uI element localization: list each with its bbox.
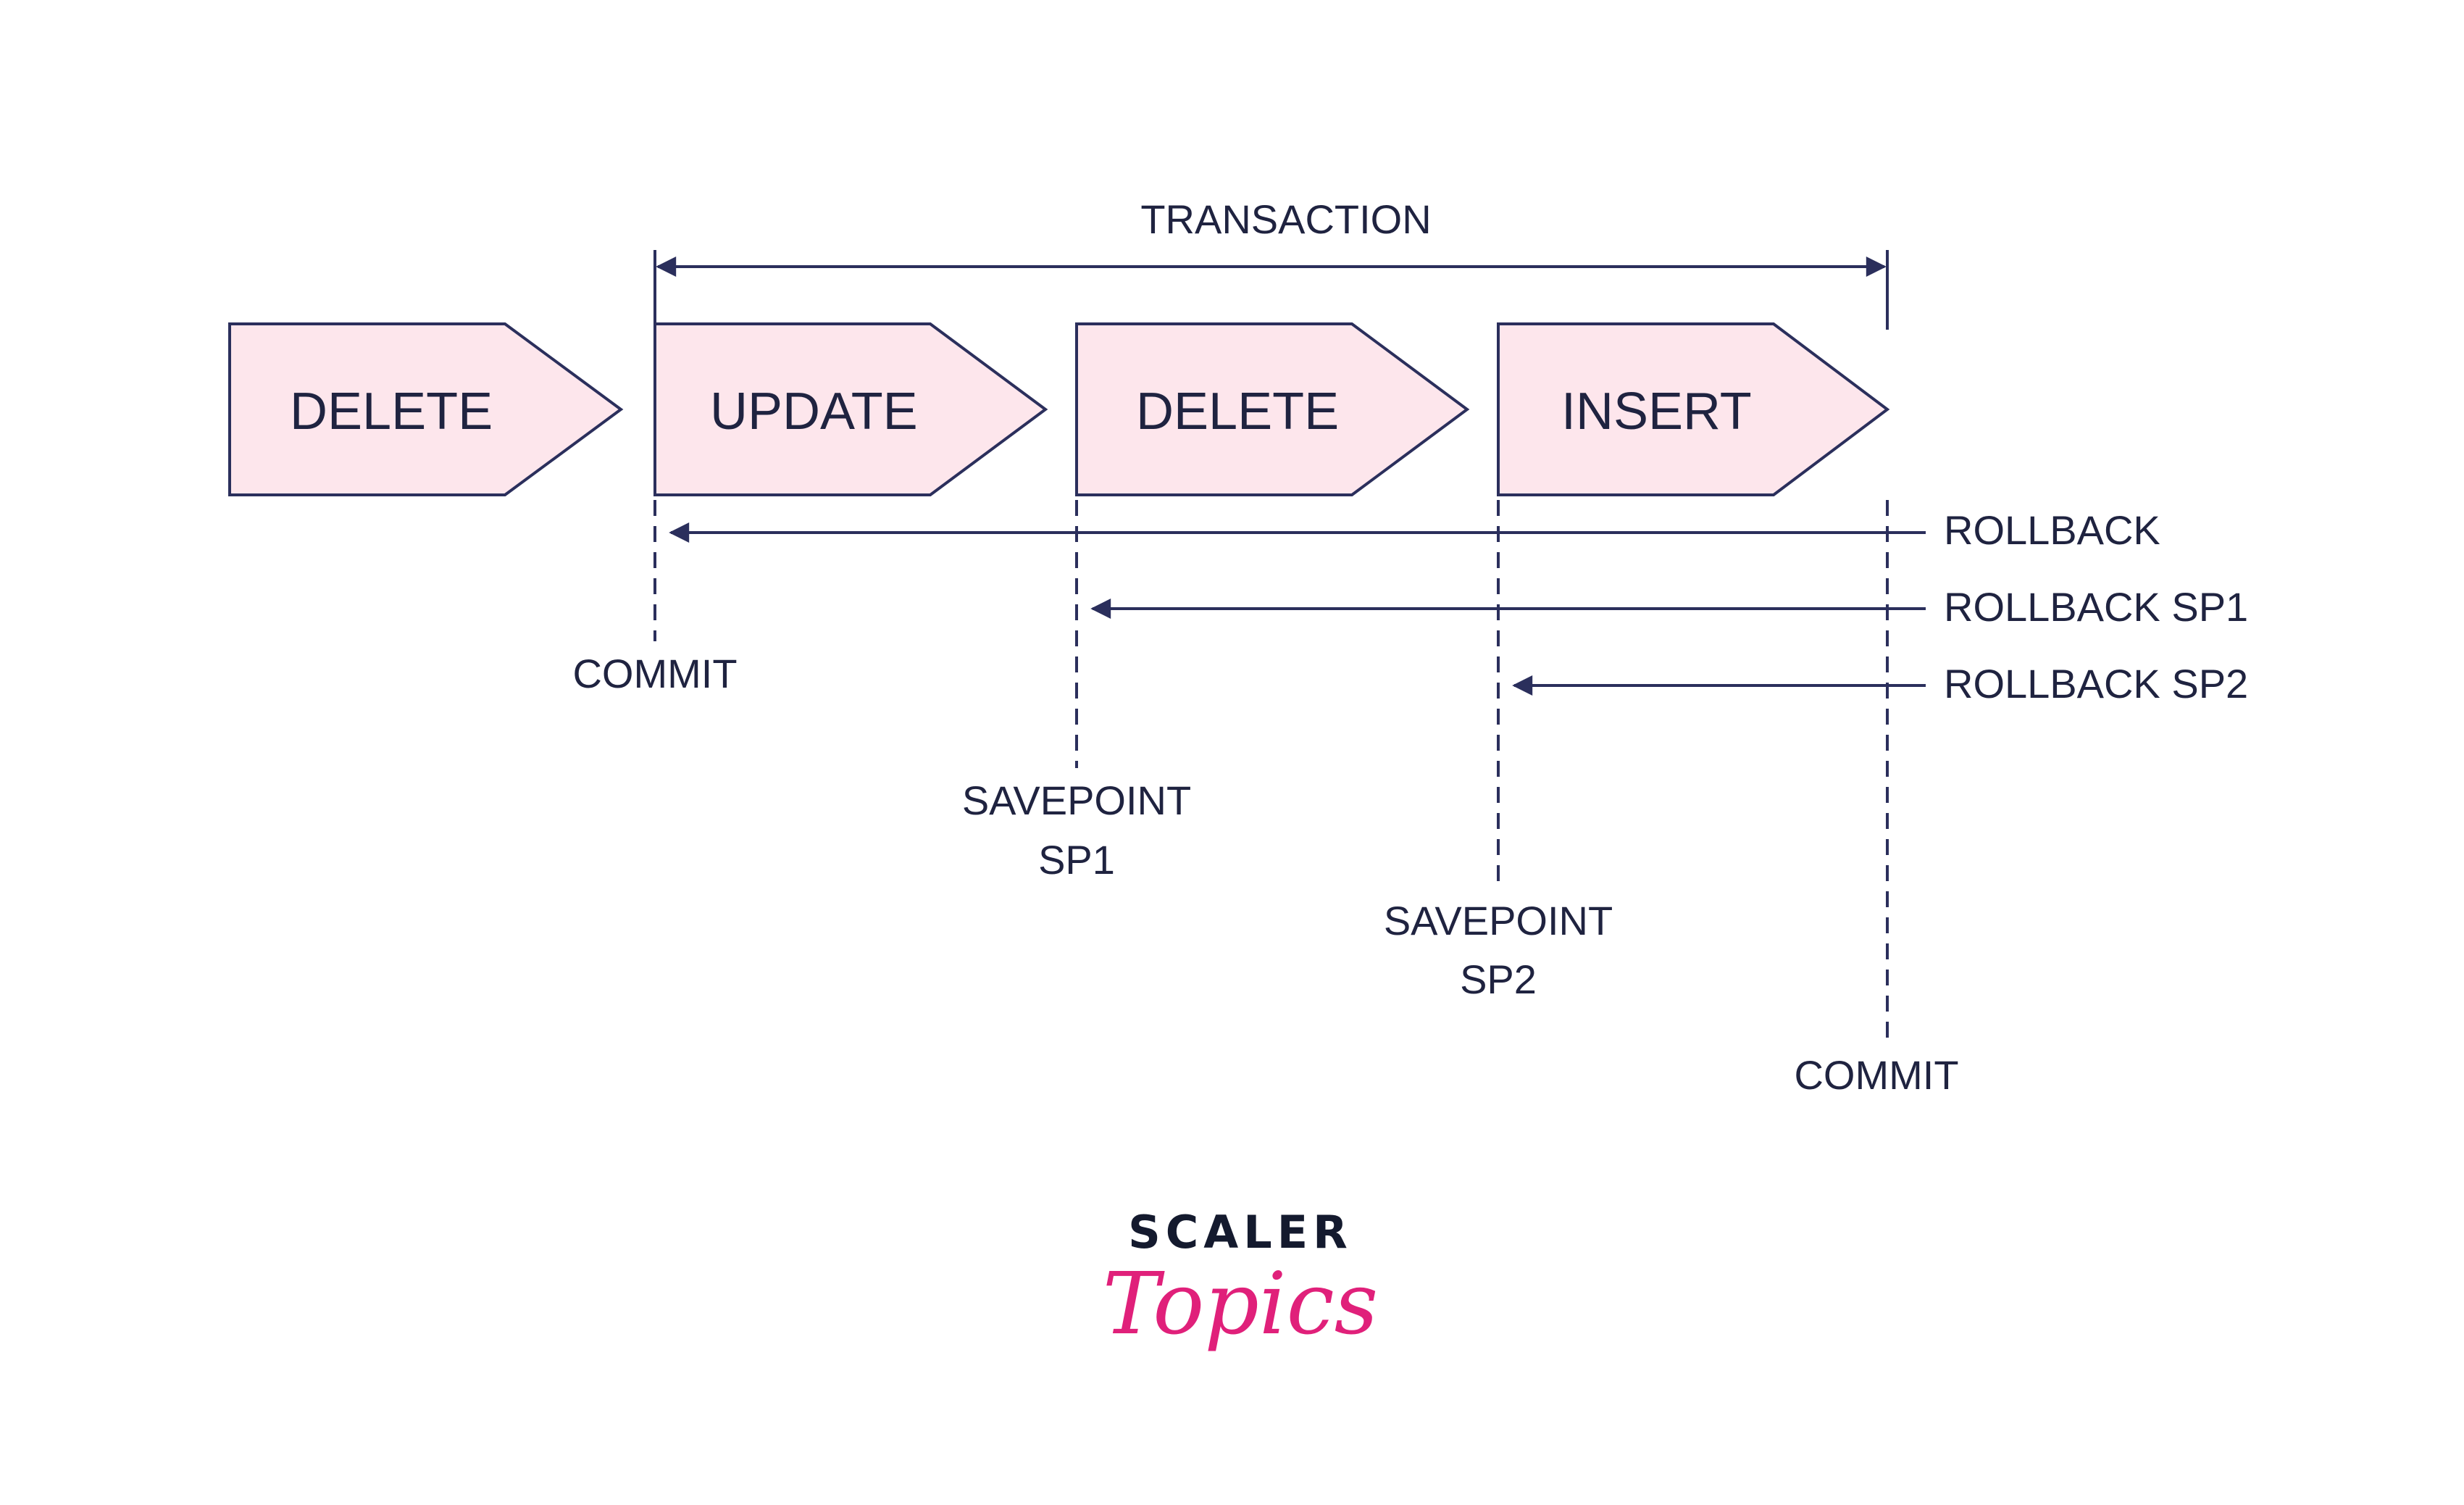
- stage-label: DELETE: [1136, 383, 1339, 441]
- stage-label: INSERT: [1561, 383, 1752, 441]
- stage-label: DELETE: [290, 383, 493, 441]
- rollback-label: ROLLBACK: [1944, 507, 2160, 553]
- rollback-sp2-label: ROLLBACK SP2: [1944, 661, 2248, 706]
- stage-arrow-shape: [228, 322, 624, 496]
- scaler-topics-logo: SCALER Topics: [1103, 1206, 1379, 1354]
- stage-update: UPDATE: [653, 322, 1048, 496]
- stage-arrow-shape: [653, 322, 1048, 496]
- stage-arrow-shape: [1075, 322, 1470, 496]
- savepoint-sp1-label-line1: SAVEPOINT: [962, 777, 1191, 823]
- stage-delete-1: DELETE: [228, 322, 624, 496]
- savepoint-sp1-label-line2: SP1: [1038, 837, 1115, 883]
- stage-label: UPDATE: [710, 383, 918, 441]
- savepoint-sp2-label-line2: SP2: [1460, 956, 1537, 1002]
- commit-right-label: COMMIT: [1794, 1052, 1958, 1098]
- marker-lines: [653, 500, 1889, 1043]
- commit-left-label: COMMIT: [572, 651, 737, 696]
- stage-insert: INSERT: [1497, 322, 1890, 496]
- brand-topics-text: Topics: [1103, 1254, 1379, 1354]
- savepoint-sp2-label-line1: SAVEPOINT: [1384, 898, 1613, 943]
- rollback-sp1-label: ROLLBACK SP1: [1944, 584, 2248, 630]
- rollback-arrows: [669, 522, 1926, 696]
- stage-delete-2: DELETE: [1075, 322, 1470, 496]
- transaction-label: TRANSACTION: [1140, 196, 1431, 242]
- transaction-span: TRANSACTION: [653, 196, 1889, 330]
- brand-scaler-text: SCALER: [1128, 1206, 1353, 1259]
- stage-arrow-shape: [1497, 322, 1890, 496]
